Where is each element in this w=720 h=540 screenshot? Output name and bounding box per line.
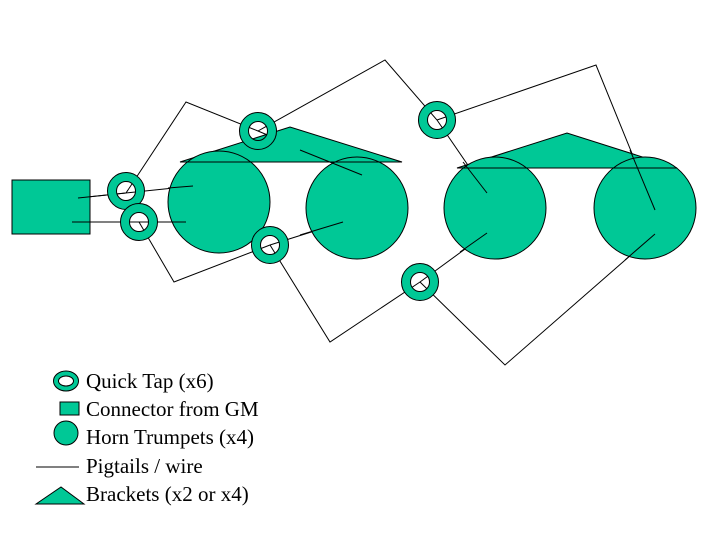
wire [462,161,488,194]
quick-taps [107,101,456,301]
legend-item-connector: Connector from GM [59,397,259,421]
wire [419,233,656,366]
quick-tap [418,101,456,139]
wire [299,149,363,176]
legend-item-horn: Horn Trumpets (x4) [53,420,254,449]
connector-from-gm [11,179,91,235]
wire [624,233,656,261]
quick-tap [251,226,289,264]
legend-item-quick-tap: Quick Tap (x6) [53,369,214,393]
horn-trumpet-icon [53,420,79,446]
wires [72,59,656,366]
legend-item-wire: Pigtails / wire [36,454,203,478]
quick-tap [120,203,158,241]
legend-item-bracket: Brackets (x2 or x4) [34,482,249,506]
horn-trumpet [443,156,547,260]
wire [77,192,127,199]
legend-label: Connector from GM [86,397,259,421]
wire [629,149,656,211]
quick-tap [401,263,439,301]
wire [459,232,488,253]
connector-icon [59,401,80,416]
bracket-icon [34,486,86,505]
legend-label: Pigtails / wire [86,454,203,478]
wire [269,232,488,343]
wire [167,185,194,189]
horn-trumpet [593,156,697,260]
horns [167,150,697,260]
horn-trumpet [305,156,409,260]
quick-tap-icon [53,371,79,391]
quick-tap [239,112,277,150]
legend-label: Quick Tap (x6) [86,369,214,393]
horn-trumpet [167,150,271,254]
wire [257,59,488,194]
legend-label: Horn Trumpets (x4) [86,425,254,449]
legend: Quick Tap (x6) Connector from GM Horn Tr… [34,369,259,506]
wire [299,221,344,236]
legend-label: Brackets (x2 or x4) [86,482,249,506]
